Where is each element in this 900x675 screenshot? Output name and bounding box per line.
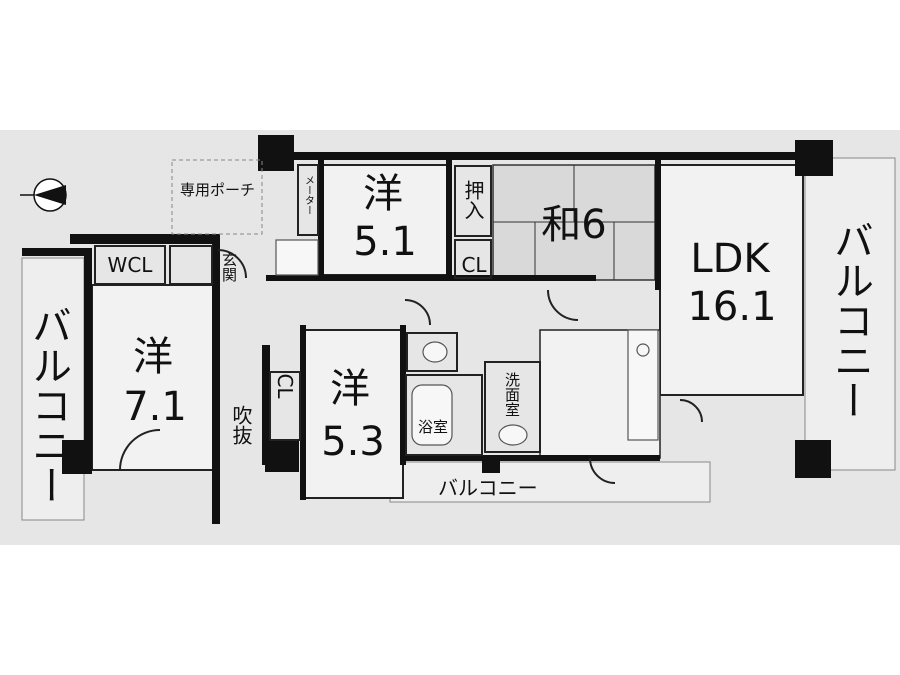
bath-label: 浴室: [418, 418, 448, 436]
column: [795, 140, 833, 176]
oshiire-box: [454, 165, 492, 237]
balcony-right-area: [804, 157, 896, 471]
western-room-1-size: 5.1: [353, 219, 417, 265]
door-arc: [589, 457, 616, 484]
balcony-bottom-area: [389, 461, 711, 503]
door-arc: [679, 399, 703, 423]
private-porch-label: 専用ポーチ: [180, 181, 255, 199]
toilet-room: [406, 332, 458, 372]
balcony-left-label: バルコニー: [25, 305, 71, 505]
oshiire-label: 押入: [461, 180, 485, 220]
ldk-size: 16.1: [687, 284, 776, 330]
cl-1-box: [454, 239, 492, 279]
wall-room1-right: [446, 160, 452, 280]
column: [258, 135, 294, 171]
balcony-bottom-label: バルコニー: [438, 476, 538, 500]
wall-left: [84, 256, 92, 474]
bath-box: [405, 374, 483, 456]
door-arc: [547, 289, 579, 321]
washroom-label: 洗面室: [503, 372, 521, 417]
western-room-3-name: 洋: [330, 366, 370, 412]
western-room-1-name: 洋: [363, 171, 403, 217]
western-room-2-area: [91, 284, 215, 471]
balcony-right-label: バルコニー: [827, 220, 873, 420]
stove-burner: [636, 343, 650, 357]
wall-room3-left: [300, 325, 306, 500]
washroom-box: [484, 361, 541, 453]
entrance-step: [275, 239, 319, 276]
wall-top: [258, 152, 813, 160]
toilet: [422, 341, 448, 363]
entrance-label: 玄関: [220, 252, 238, 283]
western-room-2-size: 7.1: [123, 384, 187, 430]
western-room-1-area: [322, 164, 449, 276]
wall-wcl-top: [70, 234, 220, 244]
cl-2-box: [269, 371, 301, 441]
wcl-label: WCL: [108, 253, 154, 277]
cl-1-label: CL: [461, 253, 487, 277]
meter-box: [297, 164, 319, 236]
balcony-left-area: [21, 257, 85, 521]
western-room-3-size: 5.3: [321, 419, 385, 465]
wall-bottom: [400, 455, 660, 461]
ldk-name: LDK: [690, 236, 771, 282]
wall-corridor-top: [266, 275, 596, 281]
wall-ldk-left: [655, 160, 661, 290]
western-room-2-name: 洋: [133, 334, 173, 380]
wall-cl-left: [262, 345, 270, 465]
ldk-area: [659, 164, 804, 396]
column: [795, 440, 831, 478]
wcl-box: [94, 245, 166, 285]
fukinuke-label: 吹抜: [229, 405, 253, 445]
door-arc: [404, 299, 431, 326]
door-arc: [217, 249, 247, 279]
door-arc: [119, 429, 161, 471]
wall-room1-left: [318, 160, 324, 280]
wall-middle: [212, 234, 220, 524]
japanese-room-label: 和6: [541, 202, 606, 248]
cl-2-label: CL: [273, 373, 297, 399]
compass-icon: [20, 178, 67, 212]
sink: [498, 424, 528, 446]
storage-box: [169, 245, 213, 285]
western-room-3-area: [304, 329, 404, 499]
wall-left-top: [22, 248, 92, 256]
porch-area: [171, 159, 263, 235]
wall-room3-right: [400, 325, 406, 465]
meter-box-label: メーター: [303, 175, 315, 215]
bathtub: [411, 384, 453, 446]
column: [265, 440, 299, 472]
